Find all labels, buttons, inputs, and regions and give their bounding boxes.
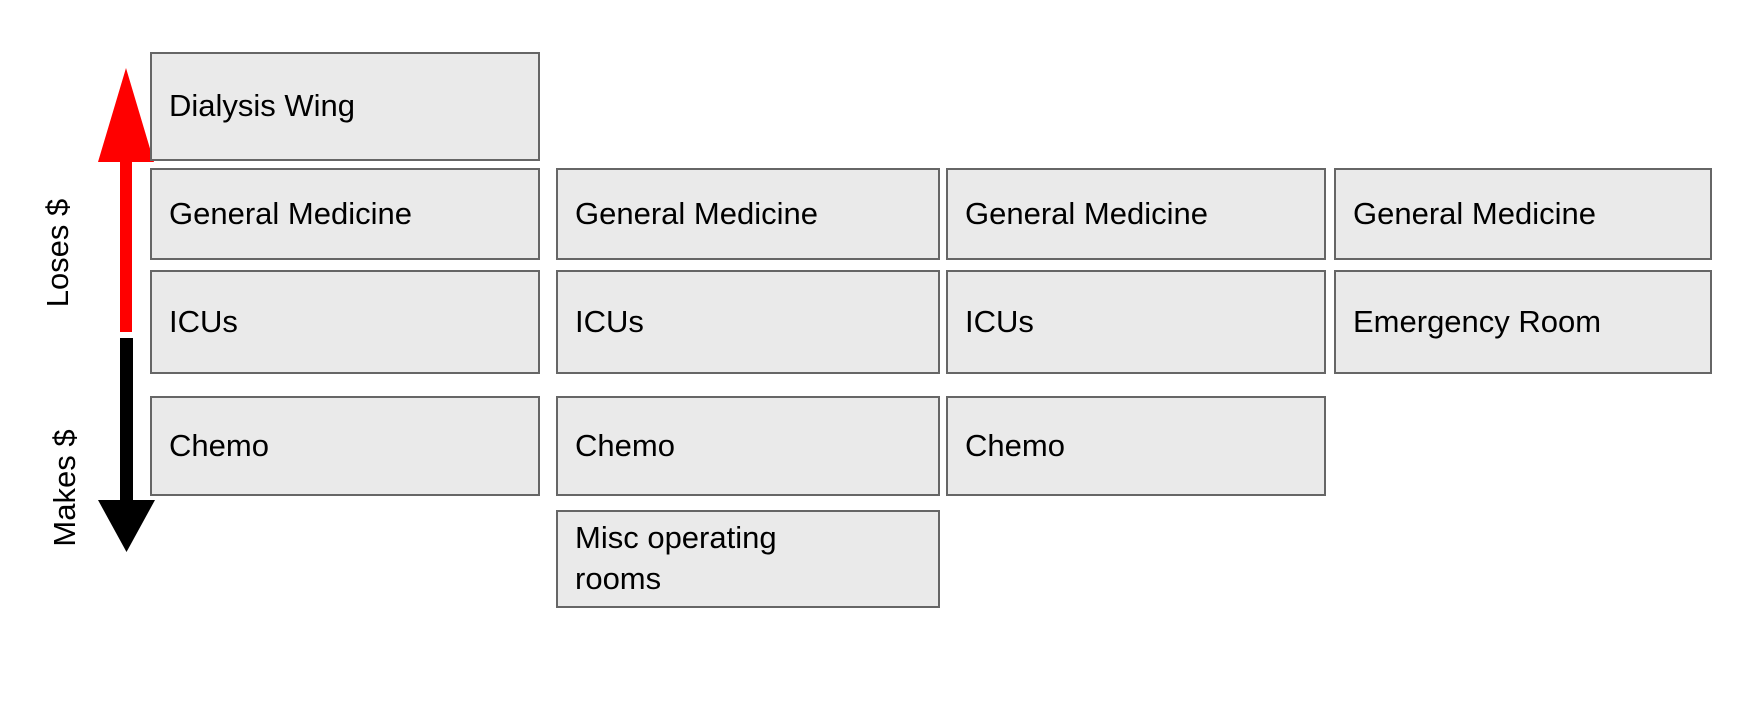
arrow-down-makes-money-icon (98, 338, 155, 552)
node-box-general-medicine-col4[interactable]: General Medicine (1334, 168, 1712, 260)
node-box-misc-operating-rooms[interactable]: Misc operating rooms (556, 510, 940, 608)
node-box-chemo-col3[interactable]: Chemo (946, 396, 1326, 496)
node-box-chemo-col1[interactable]: Chemo (150, 396, 540, 496)
node-label: Chemo (965, 427, 1065, 463)
node-label: ICUs (965, 303, 1034, 339)
node-box-general-medicine-col3[interactable]: General Medicine (946, 168, 1326, 260)
node-label: ICUs (169, 303, 238, 339)
node-box-general-medicine-col2[interactable]: General Medicine (556, 168, 940, 260)
profitability-axis-arrows (98, 68, 155, 552)
node-box-chemo-col2[interactable]: Chemo (556, 396, 940, 496)
node-label: General Medicine (575, 195, 818, 231)
node-label: Chemo (169, 427, 269, 463)
node-label: General Medicine (1353, 195, 1596, 231)
axis-label-loses: Loses $ (40, 198, 75, 308)
node-label: General Medicine (965, 195, 1208, 231)
node-box-emergency-room[interactable]: Emergency Room (1334, 270, 1712, 374)
axis-label-makes: Makes $ (47, 429, 82, 547)
node-label: Misc operating rooms (575, 520, 777, 596)
node-box-icus-col3[interactable]: ICUs (946, 270, 1326, 374)
node-box-icus-col2[interactable]: ICUs (556, 270, 940, 374)
node-box-dialysis-wing[interactable]: Dialysis Wing (150, 52, 540, 161)
node-label: General Medicine (169, 195, 412, 231)
node-box-icus-col1[interactable]: ICUs (150, 270, 540, 374)
node-box-general-medicine-col1[interactable]: General Medicine (150, 168, 540, 260)
node-label: Emergency Room (1353, 303, 1602, 339)
node-label: Chemo (575, 427, 675, 463)
node-label: Dialysis Wing (169, 88, 356, 124)
node-label: ICUs (575, 303, 644, 339)
arrow-up-loses-money-icon (98, 68, 154, 332)
